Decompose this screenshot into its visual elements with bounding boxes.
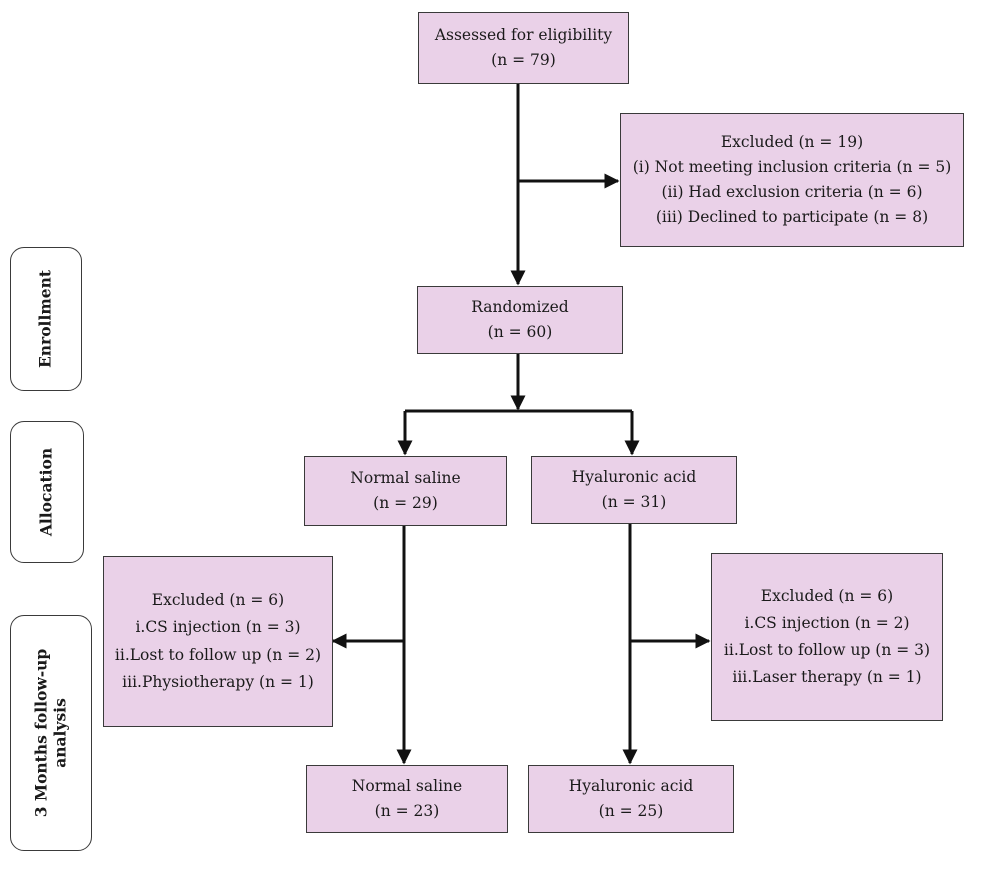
final-saline-label: Normal saline (351, 777, 463, 796)
allocation-ha-label: Hyaluronic acid (571, 468, 697, 487)
excluded-top-box: Excluded (n = 19) (i) Not meeting inclus… (620, 113, 964, 247)
randomized-count: (n = 60) (487, 323, 553, 341)
excluded-top-title: Excluded (n = 19) (720, 133, 864, 152)
excluded-saline-title: Excluded (n = 6) (151, 591, 285, 610)
allocation-saline-label: Normal saline (350, 469, 461, 488)
excluded-top-item: (ii) Had exclusion criteria (n = 6) (661, 183, 923, 201)
randomized-label: Randomized (471, 298, 569, 317)
excluded-saline-item: ii.Lost to follow up (n = 2) (114, 645, 322, 664)
allocation-ha-count: (n = 31) (601, 493, 667, 511)
excluded-ha-item: iii.Laser therapy (n = 1) (732, 668, 922, 687)
assessed-count: (n = 79) (491, 51, 556, 69)
stage-enrollment-label: Enrollment (35, 269, 55, 369)
final-ha-label: Hyaluronic acid (568, 777, 694, 796)
final-ha-count: (n = 25) (598, 802, 664, 820)
allocation-saline-box: Normal saline (n = 29) (304, 456, 507, 526)
excluded-ha-box: Excluded (n = 6) i.CS injection (n = 2) … (711, 553, 943, 721)
excluded-saline-item: iii.Physiotherapy (n = 1) (122, 672, 314, 691)
allocation-ha-box: Hyaluronic acid (n = 31) (531, 456, 737, 524)
excluded-ha-item: ii.Lost to follow up (n = 3) (723, 641, 931, 659)
excluded-saline-box: Excluded (n = 6) i.CS injection (n = 3) … (103, 556, 333, 727)
randomized-box: Randomized (n = 60) (417, 286, 623, 354)
stage-followup-label: 3 Months follow-up analysis (31, 648, 69, 818)
excluded-ha-item: i.CS injection (n = 2) (744, 613, 910, 632)
final-saline-count: (n = 23) (374, 802, 440, 820)
stage-allocation-label: Allocation (36, 447, 56, 537)
final-saline-box: Normal saline (n = 23) (306, 765, 508, 833)
stage-enrollment: Enrollment (10, 247, 82, 391)
stage-followup: 3 Months follow-up analysis (10, 615, 92, 851)
excluded-saline-item: i.CS injection (n = 3) (135, 618, 301, 637)
excluded-top-item: (iii) Declined to participate (n = 8) (655, 207, 929, 226)
assessed-label: Assessed for eligibility (434, 26, 613, 45)
allocation-saline-count: (n = 29) (373, 494, 438, 512)
stage-allocation: Allocation (10, 421, 84, 563)
excluded-top-item: (i) Not meeting inclusion criteria (n = … (632, 158, 952, 177)
assessed-box: Assessed for eligibility (n = 79) (418, 12, 629, 84)
excluded-ha-title: Excluded (n = 6) (760, 586, 894, 605)
final-ha-box: Hyaluronic acid (n = 25) (528, 765, 734, 833)
